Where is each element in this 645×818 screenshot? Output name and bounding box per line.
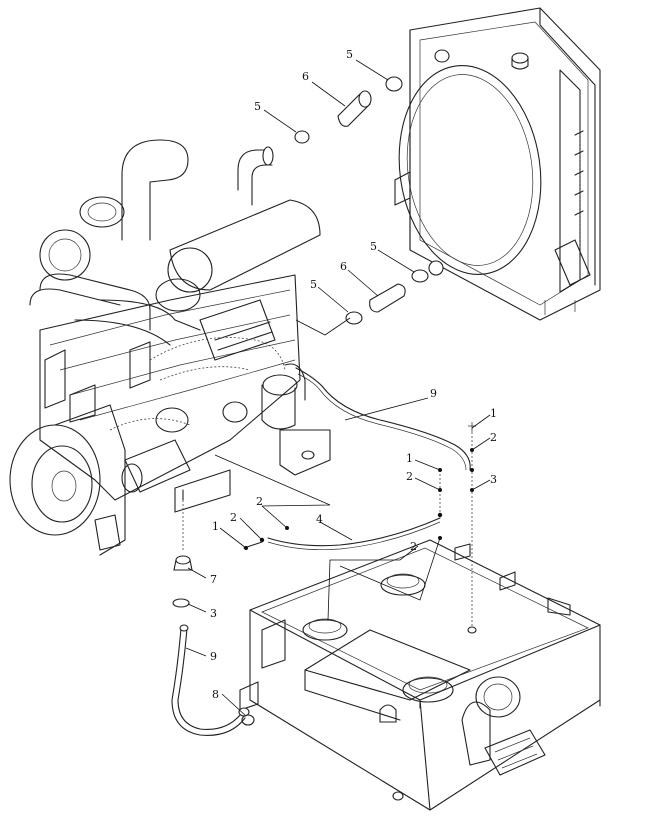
callout-5-topleft: 5	[254, 100, 261, 113]
callout-1-center: 1	[406, 452, 413, 465]
callout-labels: 5 6 5 5 6 5 9 1 2 3 1 2 2 1 2 4 2 7 3 9 …	[210, 48, 497, 701]
lower-hose	[369, 283, 406, 313]
upper-clamp-right	[385, 76, 403, 92]
callout-1-right: 1	[490, 407, 497, 420]
callout-1-left: 1	[212, 520, 219, 533]
callout-2-left: 2	[230, 511, 237, 524]
callout-9-left: 9	[210, 650, 217, 663]
upper-water-hose-parts	[294, 76, 403, 144]
drain-washer	[172, 598, 190, 608]
return-fuel-hose	[295, 367, 471, 471]
radiator-assembly	[394, 7, 601, 321]
lower-clamp-right	[411, 269, 429, 283]
callout-5-top: 5	[346, 48, 353, 61]
callout-7: 7	[210, 573, 217, 586]
fuel-tank	[239, 539, 601, 811]
callout-6-mid: 6	[340, 260, 347, 273]
callout-2-center: 2	[406, 470, 413, 483]
upper-clamp-left	[294, 130, 310, 144]
leader-lines	[185, 59, 491, 717]
callout-6-top: 6	[302, 70, 309, 83]
callout-4: 4	[316, 513, 323, 526]
callout-8: 8	[212, 688, 219, 701]
engine-assembly	[9, 139, 331, 556]
lower-clamp-left	[345, 311, 363, 325]
fasteners	[238, 422, 477, 717]
callout-2-right: 2	[490, 431, 497, 444]
callout-2-tank: 2	[410, 540, 417, 553]
callout-3-left: 3	[210, 607, 217, 620]
callout-3-right: 3	[490, 473, 497, 486]
callout-9-hose: 9	[430, 387, 437, 400]
callout-5-mid: 5	[370, 240, 377, 253]
callout-2-leader: 2	[256, 495, 263, 508]
callout-5-left: 5	[310, 278, 317, 291]
supply-fuel-hose	[267, 517, 441, 547]
lower-water-hose-parts	[345, 269, 429, 325]
drain-parts	[171, 555, 246, 736]
